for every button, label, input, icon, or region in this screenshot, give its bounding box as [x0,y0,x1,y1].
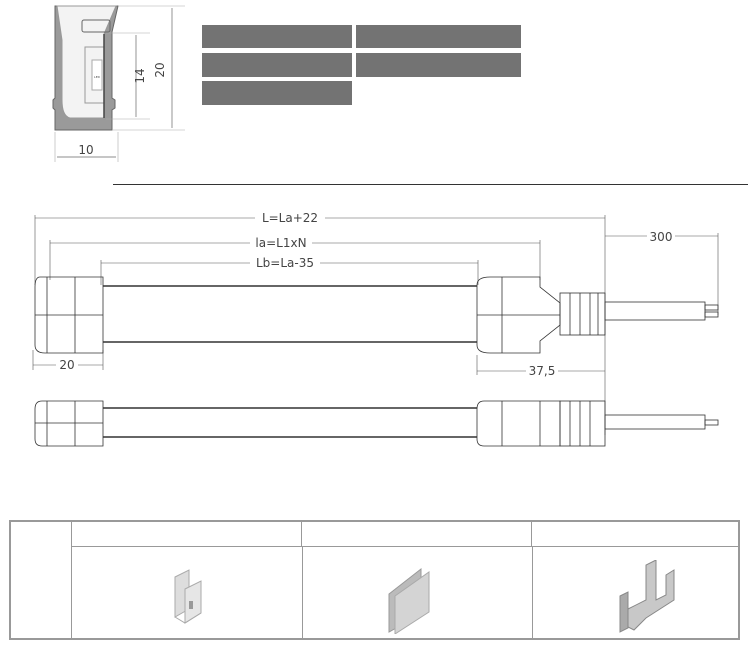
strip-dimension-drawing: L=La+22 la=L1xN Lb=La-35 300 20 37,5 [32,210,719,447]
spec-bar-3a [202,81,352,105]
corner-clip-image [619,560,675,633]
section-divider [113,184,748,185]
dim-height-total: 20 [153,62,167,77]
dim-wire: 300 [650,230,673,244]
dim-lb: Lb=La-35 [256,256,314,270]
spec-bar-2a [202,53,352,77]
table-divider [532,547,533,638]
dim-total-length: L=La+22 [262,211,318,225]
dim-height-inner: 14 [133,68,147,83]
cross-section-drawing: LED 20 14 10 [52,5,185,162]
table-header-cell-3 [532,522,738,547]
spec-bar-1b [356,25,521,48]
table-header-cell-1 [72,522,302,547]
dim-la: la=L1xN [255,236,306,250]
led-label: LED [94,75,101,79]
table-divider [71,522,73,638]
table-header-cell-2 [302,522,532,547]
aluminum-channel-image [388,567,430,634]
mounting-clip-image [174,569,202,624]
strip-side-view [34,400,719,447]
spec-bar-2b [356,53,521,77]
dim-right-cap: 37,5 [529,364,556,378]
spec-bar-1a [202,25,352,48]
table-divider [302,547,303,638]
dim-lines [32,215,719,435]
accessories-table [9,520,740,640]
dim-width: 10 [78,143,93,157]
strip-top-view [34,276,719,354]
dim-left-cap: 20 [59,358,74,372]
